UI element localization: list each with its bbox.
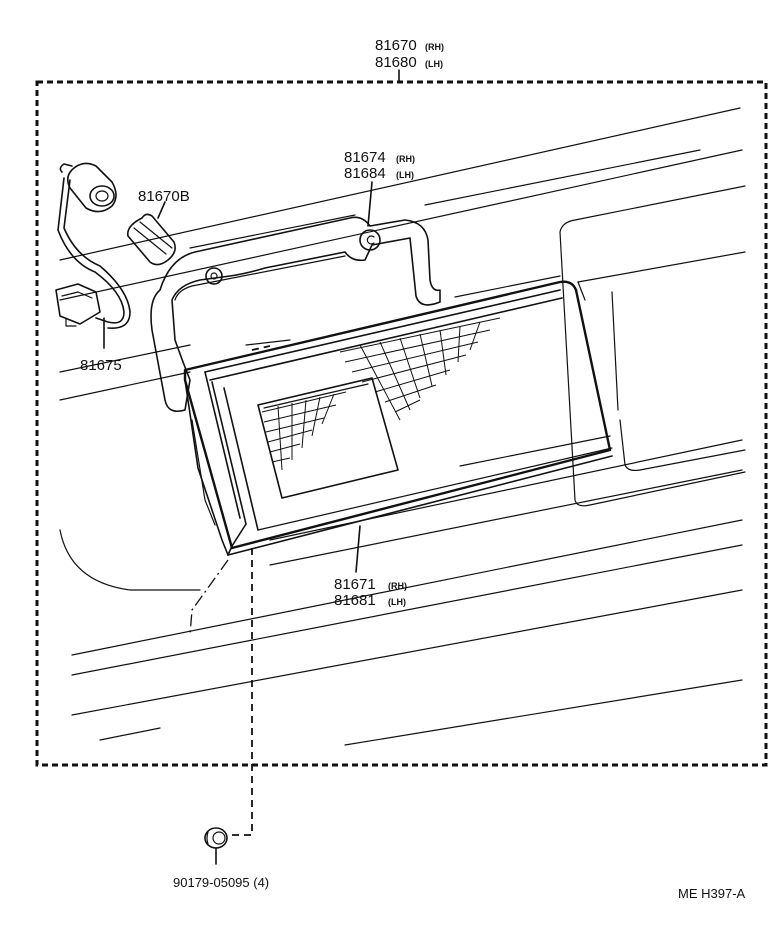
gasket-outline xyxy=(150,216,441,413)
bulb-icon xyxy=(126,213,176,266)
lens-lh-suffix: (LH) xyxy=(388,597,406,607)
lens-rh-number: 81671 xyxy=(334,576,376,593)
nut-dashed-leader xyxy=(228,548,253,836)
gasket-lh-number: 81684 xyxy=(344,165,386,182)
nut-label: 90179-05095 (4) xyxy=(173,875,269,890)
lamp-assy-lh-number: 81680 xyxy=(375,54,417,71)
lens-lh-number: 81681 xyxy=(334,592,376,609)
lamp-assy-rh-number: 81670 xyxy=(375,37,417,54)
lamp-assy-lh-suffix: (LH) xyxy=(425,59,443,69)
lens-hatch-lower xyxy=(261,391,347,471)
gasket-rh-number: 81674 xyxy=(344,149,386,166)
gasket-lh-suffix: (LH) xyxy=(396,170,414,180)
lens-hatch-upper xyxy=(339,317,501,421)
nut-icon xyxy=(204,827,228,865)
leader-lines xyxy=(103,181,373,573)
lamp-lens xyxy=(183,280,613,556)
lens-rh-suffix: (RH) xyxy=(388,581,407,591)
gasket-rh-suffix: (RH) xyxy=(396,154,415,164)
bulb-number: 81670B xyxy=(138,188,190,205)
socket-harness-icon xyxy=(55,162,131,329)
lamp-assy-rh-suffix: (RH) xyxy=(425,42,444,52)
assembly-frame xyxy=(35,80,768,767)
diagram-code: ME H397-A xyxy=(678,886,746,901)
lens-centerline xyxy=(189,559,229,636)
socket-number: 81675 xyxy=(80,357,122,374)
